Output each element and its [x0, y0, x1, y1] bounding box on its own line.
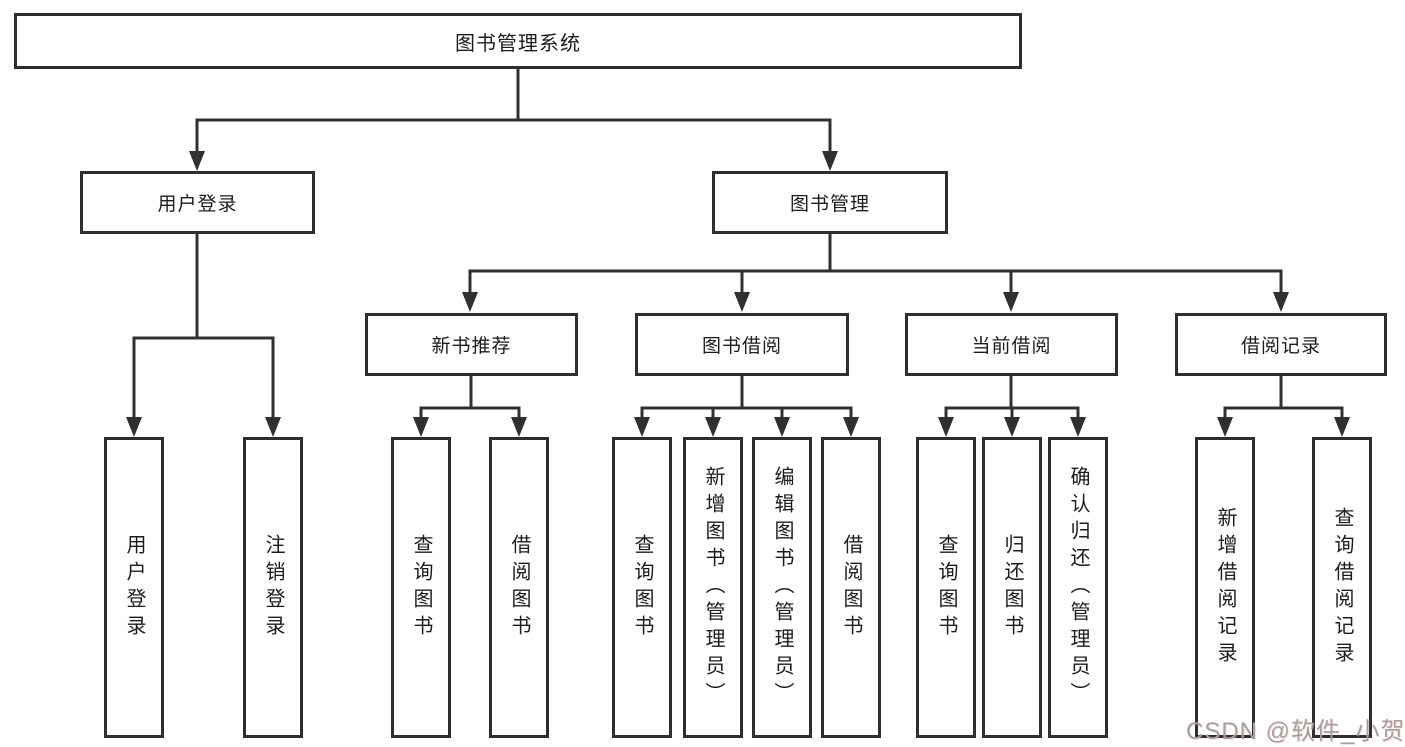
arrow-icon — [126, 417, 142, 437]
leaf-add-book-admin: 新增图书（管理员） — [683, 437, 743, 738]
connector-book-management — [468, 232, 1283, 296]
arrow-icon — [938, 417, 954, 437]
leaf-logout: 注销登录 — [243, 437, 303, 738]
leaf-label: 查询图书 — [410, 533, 432, 642]
arrow-icon — [705, 417, 721, 437]
arrow-icon — [774, 417, 790, 437]
leaf-label: 新增借阅记录 — [1214, 506, 1236, 669]
leaf-borrow-books-1: 借阅图书 — [489, 437, 549, 738]
arrow-icon — [413, 417, 429, 437]
arrow-icon — [1334, 417, 1350, 437]
leaf-user-login: 用户登录 — [104, 437, 164, 738]
node-root: 图书管理系统 — [14, 13, 1022, 69]
node-current-borrow: 当前借阅 — [905, 313, 1118, 376]
leaf-confirm-return-admin: 确认归还（管理员） — [1048, 437, 1108, 738]
leaf-label: 归还图书 — [1001, 533, 1023, 642]
leaf-label: 注销登录 — [262, 533, 284, 642]
leaf-query-books-2: 查询图书 — [612, 437, 672, 738]
leaf-query-books-1: 查询图书 — [391, 437, 451, 738]
connector-current-borrow — [944, 374, 1080, 421]
connector-user-login — [132, 232, 275, 421]
arrow-icon — [822, 151, 838, 171]
connector-new-book-recommend — [419, 374, 521, 421]
arrow-icon — [1273, 292, 1289, 312]
arrow-icon — [843, 417, 859, 437]
arrow-icon — [634, 417, 650, 437]
leaf-return-book: 归还图书 — [982, 437, 1042, 738]
leaf-query-books-3: 查询图书 — [916, 437, 976, 738]
arrow-icon — [734, 292, 750, 312]
arrow-icon — [462, 292, 478, 312]
leaf-label: 查询图书 — [631, 533, 653, 642]
leaf-edit-book-admin: 编辑图书（管理员） — [752, 437, 812, 738]
arrow-icon — [511, 417, 527, 437]
arrow-icon — [1003, 292, 1019, 312]
leaf-borrow-books-2: 借阅图书 — [821, 437, 881, 738]
connector-borrow-records — [1223, 374, 1344, 421]
arrow-icon — [265, 417, 281, 437]
node-book-management: 图书管理 — [712, 171, 948, 234]
connector-root — [195, 67, 832, 155]
leaf-add-borrow-record: 新增借阅记录 — [1195, 437, 1255, 738]
node-book-borrow: 图书借阅 — [635, 313, 849, 376]
leaf-label: 查询图书 — [935, 533, 957, 642]
leaf-label: 用户登录 — [123, 533, 145, 642]
node-new-book-recommend: 新书推荐 — [365, 313, 578, 376]
leaf-label: 借阅图书 — [840, 533, 862, 642]
leaf-label: 确认归还（管理员） — [1067, 466, 1089, 709]
leaf-label: 借阅图书 — [508, 533, 530, 642]
arrow-icon — [1070, 417, 1086, 437]
leaf-label: 查询借阅记录 — [1331, 506, 1353, 669]
leaf-label: 编辑图书（管理员） — [771, 466, 793, 709]
connector-book-borrow — [640, 374, 853, 421]
csdn-watermark: CSDN @软件_小贺同学 — [1186, 718, 1405, 745]
arrow-icon — [1217, 417, 1233, 437]
leaf-label: 新增图书（管理员） — [702, 466, 724, 709]
arrow-icon — [1004, 417, 1020, 437]
node-user-login: 用户登录 — [80, 171, 315, 234]
node-borrow-records: 借阅记录 — [1175, 313, 1387, 376]
leaf-query-borrow-record: 查询借阅记录 — [1312, 437, 1372, 738]
arrow-icon — [189, 151, 205, 171]
